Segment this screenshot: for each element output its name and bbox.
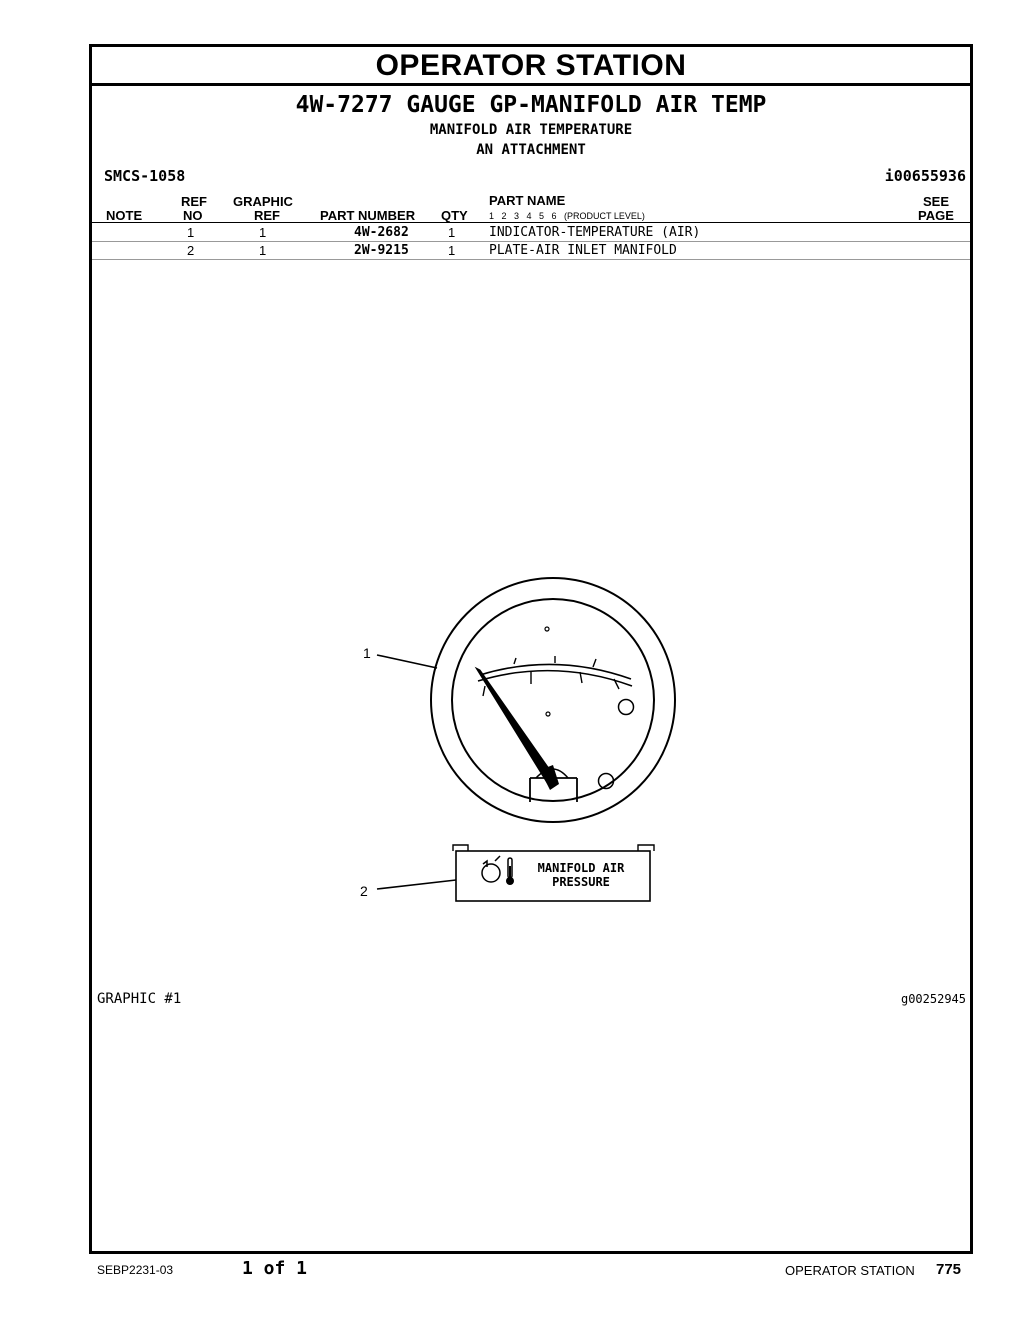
row-qty: 1 (448, 225, 456, 240)
row-rule (92, 259, 970, 260)
row-part-name: INDICATOR-TEMPERATURE (AIR) (489, 225, 701, 240)
col-ref-bottom: NO (183, 208, 203, 223)
row-ref-no: 1 (187, 225, 195, 240)
row-part-number: 4W-2682 (354, 225, 409, 240)
callout-2: 2 (360, 883, 368, 899)
page-frame: OPERATOR STATION 4W-7277 GAUGE GP-MANIFO… (89, 44, 973, 1254)
gauge-screw-lower (597, 772, 615, 790)
gauge-dot-top (544, 626, 550, 632)
row-qty: 1 (448, 243, 456, 258)
row-graphic-ref: 1 (259, 225, 267, 240)
temperature-gauge (430, 577, 676, 823)
col-note: NOTE (106, 208, 143, 223)
gauge-needle-hub (540, 765, 559, 790)
table-header-rule (92, 222, 970, 223)
plate-body (455, 850, 651, 902)
callout-1: 1 (363, 645, 371, 661)
col-see-top: SEE (923, 194, 950, 209)
section-title: OPERATOR STATION (92, 47, 970, 86)
page-number: 775 (936, 1261, 962, 1278)
manifold-air-icon (481, 855, 501, 883)
col-part-name: PART NAME (489, 193, 566, 208)
plate-text-line-2: PRESSURE (552, 875, 610, 889)
plate-tab-left (452, 844, 469, 851)
group-title: 4W-7277 GAUGE GP-MANIFOLD AIR TEMP (295, 92, 767, 118)
graphic-id: g00252945 (900, 992, 966, 1006)
doc-number: SEBP2231-03 (97, 1263, 174, 1277)
illustration-id: i00655936 (884, 167, 966, 185)
plate-tab-right (637, 844, 655, 851)
col-part-number: PART NUMBER (320, 208, 416, 223)
col-see-bottom: PAGE (918, 208, 954, 223)
col-ref-top: REF (181, 194, 207, 209)
gauge-dot-center (545, 711, 551, 717)
row-graphic-ref: 1 (259, 243, 267, 258)
col-graphic-bottom: REF (254, 208, 280, 223)
thermometer-icon (506, 857, 514, 885)
smcs-code: SMCS-1058 (104, 167, 186, 185)
gauge-screw-upper (617, 698, 635, 716)
gauge-scale-arc-outer (479, 663, 632, 680)
page-of: 1 of 1 (242, 1258, 308, 1279)
row-rule (92, 241, 970, 242)
product-levels: 1 2 3 4 5 6 (PRODUCT LEVEL) (489, 211, 645, 221)
row-part-name: PLATE-AIR INLET MANIFOLD (489, 243, 677, 258)
callout-leader-1 (376, 654, 438, 669)
gauge-bezel (430, 577, 676, 823)
manifold-plate: MANIFOLD AIR PRESSURE (452, 844, 655, 902)
plate-text-line-1: MANIFOLD AIR (538, 861, 625, 875)
gauge-ticks (482, 656, 620, 697)
row-ref-no: 2 (187, 243, 195, 258)
gauge-face (451, 598, 655, 802)
col-graphic-top: GRAPHIC (233, 194, 293, 209)
col-qty: QTY (441, 208, 468, 223)
group-subtitle-1: MANIFOLD AIR TEMPERATURE (429, 122, 633, 138)
row-part-number: 2W-9215 (354, 243, 409, 258)
group-subtitle-2: AN ATTACHMENT (476, 142, 586, 158)
graphic-label: GRAPHIC #1 (97, 991, 182, 1007)
callout-leader-2 (376, 879, 457, 890)
footer-section: OPERATOR STATION (785, 1263, 915, 1278)
